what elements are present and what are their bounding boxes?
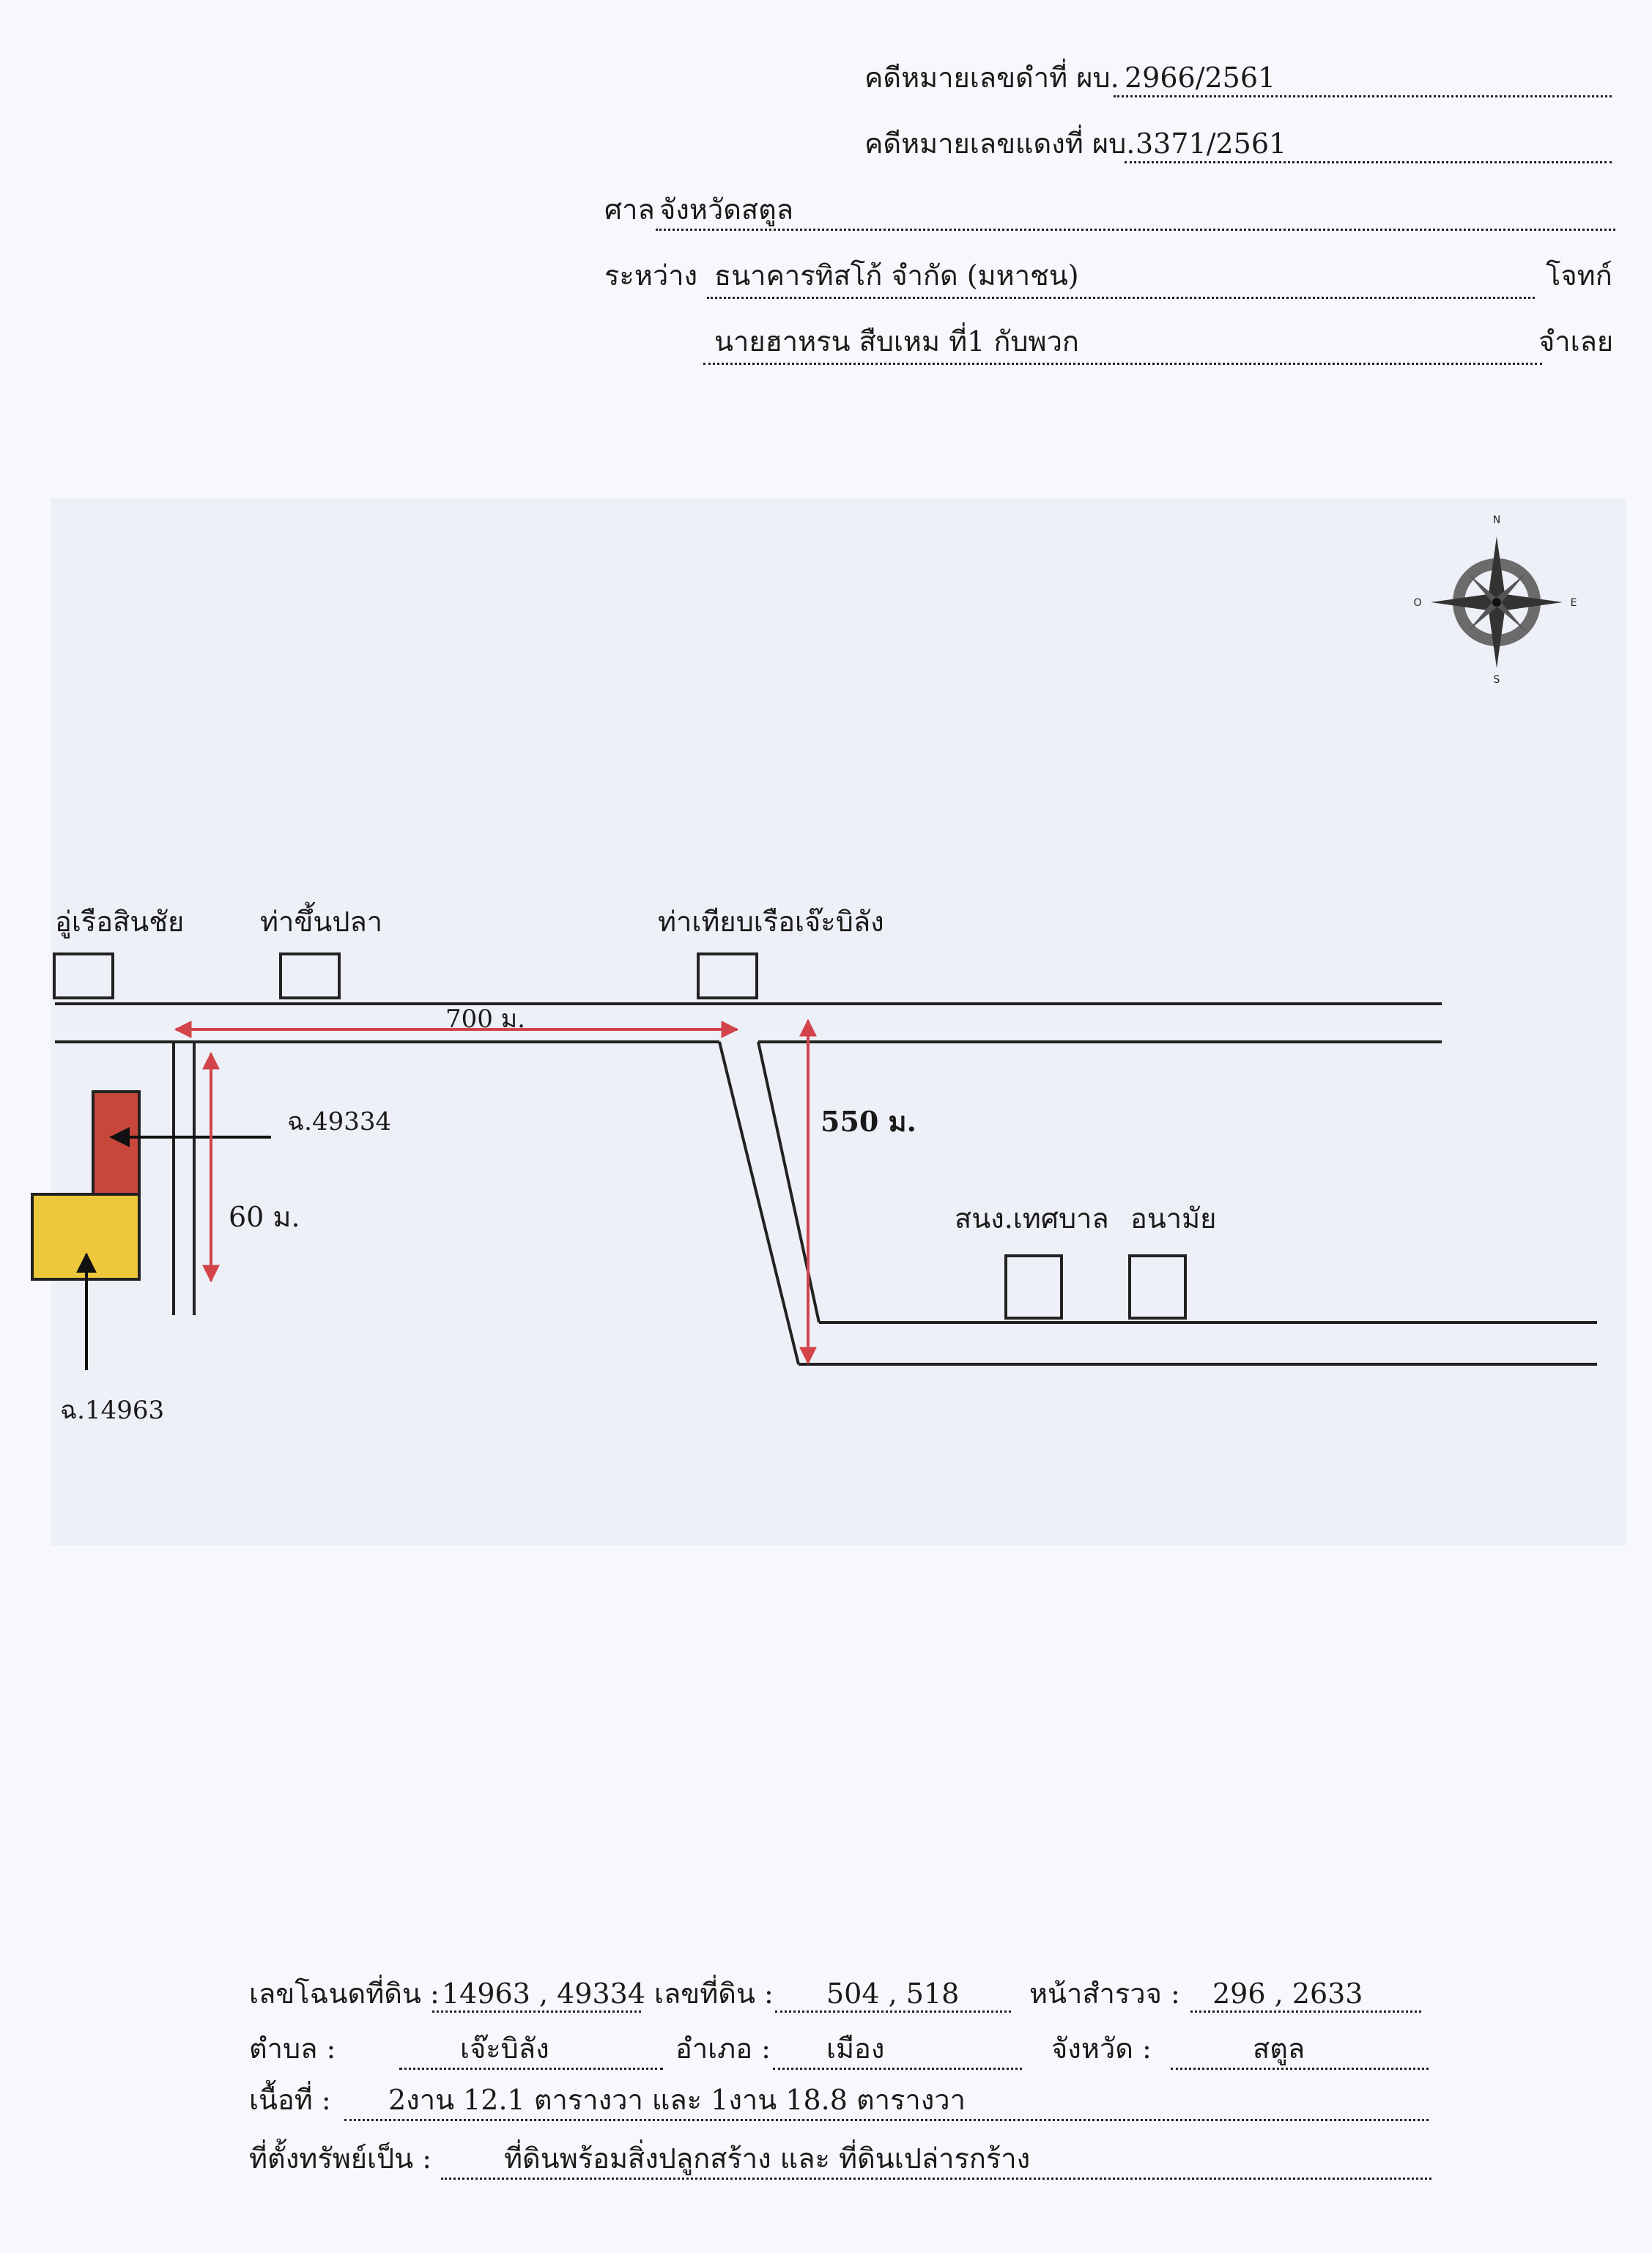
jetty-label: ท่าเทียบเรือเจ๊ะบิลัง [658, 906, 884, 938]
distance-550m-label: 550 ม. [821, 1105, 916, 1138]
district-value: เมือง [826, 2032, 885, 2065]
dotted-line [344, 2119, 1429, 2121]
court-label: ศาล [604, 193, 655, 226]
court-value: จังหวัดสตูล [659, 193, 794, 226]
province-value: สตูล [1253, 2032, 1305, 2065]
deed-value: 14963 , 49334 [442, 1978, 646, 2010]
dotted-line [773, 2068, 1022, 2070]
black-case-number: 2966/2561 [1125, 62, 1276, 94]
subdistrict-label: ตำบล : [249, 2032, 336, 2065]
branch-road-east-edge [757, 1041, 821, 1323]
compass-west-label: O [1413, 597, 1421, 609]
property-type-value: ที่ดินพร้อมสิ่งปลูกสร้าง และ ที่ดินเปล่า… [504, 2142, 1031, 2175]
health-center-marker [1128, 1254, 1187, 1320]
compass-rose-icon: N S O E [1413, 514, 1577, 686]
black-case-label: คดีหมายเลขดำที่ ผบ. [864, 62, 1119, 94]
plaintiff-role: โจทก์ [1546, 259, 1612, 292]
dotted-line [399, 2068, 663, 2070]
plot-14963-label: ฉ.14963 [60, 1396, 165, 1425]
red-case-label: คดีหมายเลขแดงที่ ผบ. [864, 127, 1136, 160]
survey-value: 296 , 2633 [1212, 1978, 1363, 2010]
land-no-label: เลขที่ดิน : [654, 1978, 774, 2010]
plaintiff-name: ธนาคารทิสโก้ จำกัด (มหาชน) [714, 259, 1079, 292]
compass-north-label: N [1493, 514, 1500, 526]
dotted-line [441, 2178, 1431, 2180]
dotted-line [656, 229, 1615, 231]
distance-60m-label: 60 ม. [229, 1201, 300, 1233]
compass-east-label: E [1571, 597, 1577, 609]
dotted-line [703, 363, 1542, 365]
subdistrict-value: เจ๊ะบิลัง [460, 2032, 549, 2065]
area-label: เนื้อที่ : [249, 2084, 331, 2116]
health-center-label: อนามัย [1130, 1202, 1217, 1235]
province-label: จังหวัด : [1051, 2032, 1152, 2065]
fish-pier-marker [279, 952, 341, 999]
municipal-office-label: สนง.เทศบาล [955, 1202, 1109, 1235]
defendant-name: นายฮาหรน สืบเหม ที่1 กับพวก [714, 325, 1079, 358]
plot-49334-label: ฉ.49334 [287, 1107, 392, 1136]
boatyard-marker [53, 952, 114, 999]
deed-label: เลขโฉนดที่ดิน : [249, 1978, 440, 2010]
dotted-line [432, 2010, 641, 2013]
plot-49334 [92, 1090, 141, 1196]
district-label: อำเภอ : [675, 2032, 771, 2065]
area-value: 2งาน 12.1 ตารางวา และ 1งาน 18.8 ตารางวา [388, 2084, 966, 2116]
red-case-number: 3371/2561 [1136, 127, 1287, 160]
between-label: ระหว่าง [604, 259, 698, 292]
dotted-line [775, 2010, 1011, 2013]
dotted-line [1125, 161, 1612, 163]
defendant-role: จำเลย [1538, 325, 1614, 358]
property-type-label: ที่ตั้งทรัพย์เป็น : [249, 2142, 432, 2175]
fish-pier-label: ท่าขึ้นปลา [260, 906, 383, 938]
dotted-line [707, 297, 1535, 299]
survey-label: หน้าสำรวจ : [1029, 1978, 1180, 2010]
branch-road-west-edge [718, 1041, 800, 1365]
compass-south-label: S [1494, 674, 1500, 686]
dotted-line [1171, 2068, 1429, 2070]
dotted-line [1114, 95, 1612, 97]
municipal-office-marker [1004, 1254, 1063, 1320]
boatyard-label: อู่เรือสินชัย [55, 906, 185, 938]
land-no-value: 504 , 518 [826, 1978, 960, 2010]
distance-700m-label: 700 ม. [445, 1005, 525, 1034]
jetty-marker [697, 952, 758, 999]
dotted-line [1190, 2010, 1421, 2013]
